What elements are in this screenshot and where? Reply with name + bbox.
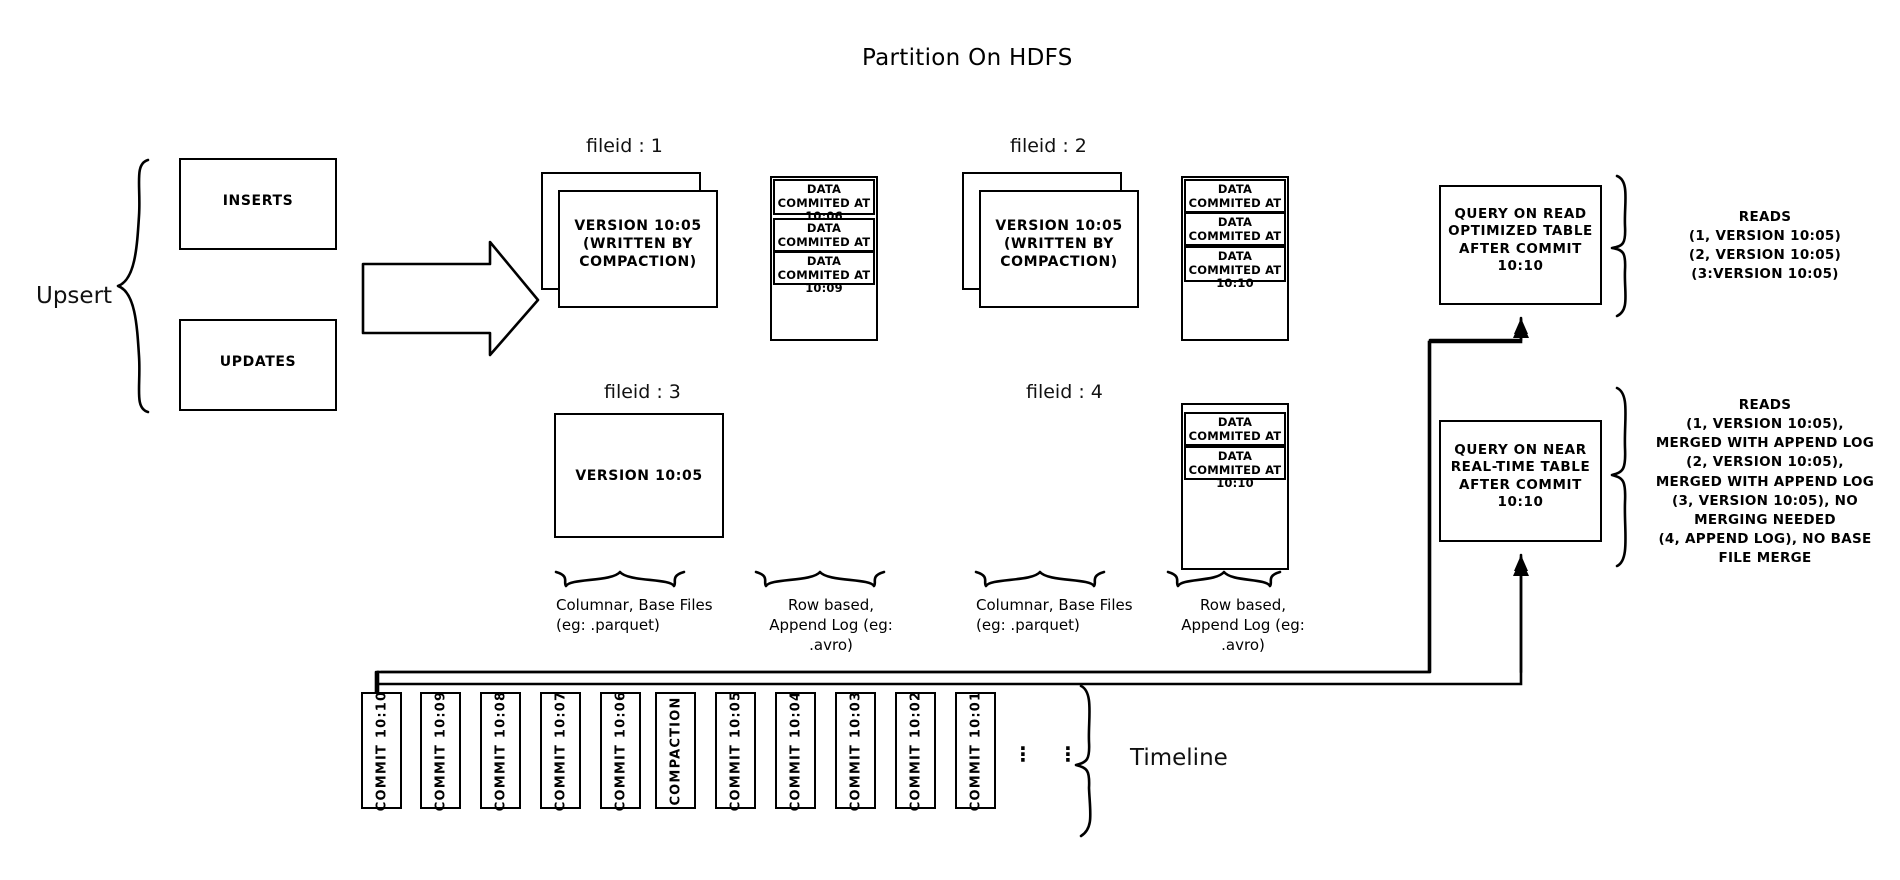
fileid1-heading: fileid : 1 [586, 135, 663, 157]
upsert-brace [116, 158, 150, 414]
timeline-commit-label: COMMIT 10:10 [374, 690, 389, 811]
connector-timeline-to-near-real-time [376, 556, 1523, 686]
fileid2-base-text: VERSION 10:05 (WRITTEN BY COMPACTION) [995, 218, 1123, 270]
fileid3-base-text: VERSION 10:05 [575, 468, 703, 484]
timeline-commit-label: COMMIT 10:03 [848, 690, 863, 811]
fileid2-log-entry-2: DATA COMMITED AT 10:09 [1184, 212, 1286, 256]
inserts-box: INSERTS [179, 158, 337, 250]
base-files-left-brace [554, 570, 686, 588]
arrowhead-read-optimized-icon [1514, 318, 1528, 334]
timeline-commit-label: COMMIT 10:09 [433, 690, 448, 811]
fileid1-log-entry-1: DATA COMMITED AT 10:06 [773, 179, 875, 223]
fileid4-heading: fileid : 4 [1026, 381, 1103, 403]
connector-read-optimized [379, 316, 1523, 674]
timeline-commit-box[interactable]: COMMIT 10:06 [600, 690, 641, 811]
page-title: Partition On HDFS [862, 45, 1073, 71]
arrowhead-up-near-real-time-icon [1513, 558, 1529, 576]
updates-box: UPDATES [179, 319, 337, 411]
reads-read-optimized-brace [1610, 174, 1627, 318]
fileid3-base-file: VERSION 10:05 [554, 413, 724, 538]
caption-append-log-left: Row based, Append Log (eg: .avro) [769, 596, 893, 655]
fileid4-log-entry-2: DATA COMMITED AT 10:10 [1184, 446, 1286, 490]
connector-near-real-time-helper [1368, 560, 1521, 676]
fileid1-log-entry-3: DATA COMMITED AT 10:09 [773, 251, 875, 295]
arrowhead-up-read-optimized-icon [1513, 320, 1529, 338]
timeline-commit-label: COMMIT 10:08 [493, 690, 508, 811]
timeline-brace [1074, 684, 1092, 838]
connector-timeline-to-read-optimized [376, 318, 1523, 674]
timeline-commit-box[interactable]: COMMIT 10:09 [420, 690, 461, 811]
timeline-ellipsis-icon: ⋮ [1058, 742, 1078, 766]
timeline-commit-label: COMMIT 10:05 [728, 690, 743, 811]
arrowhead-near-real-time-icon [1514, 555, 1528, 571]
base-files-right-brace [974, 570, 1106, 588]
append-log-left-brace [754, 570, 886, 588]
timeline-label: Timeline [1130, 745, 1228, 771]
timeline-commit-box[interactable]: COMMIT 10:10 [361, 690, 402, 811]
fileid2-heading: fileid : 2 [1010, 135, 1087, 157]
timeline-commit-box[interactable]: COMMIT 10:07 [540, 690, 581, 811]
query-read-optimized-text: QUERY ON READ OPTIMIZED TABLE AFTER COMM… [1448, 206, 1593, 274]
timeline-compaction-box[interactable]: COMPACTION [655, 692, 696, 809]
upsert-label: Upsert [36, 283, 113, 309]
updates-label: UPDATES [219, 354, 297, 370]
caption-append-log-right: Row based, Append Log (eg: .avro) [1181, 596, 1305, 655]
fileid1-base-file-front: VERSION 10:05 (WRITTEN BY COMPACTION) [558, 190, 718, 308]
fileid2-base-file-front: VERSION 10:05 (WRITTEN BY COMPACTION) [979, 190, 1139, 308]
timeline-commit-label: COMMIT 10:06 [613, 690, 628, 811]
reads-read-optimized-text: READS (1, VERSION 10:05) (2, VERSION 10:… [1688, 209, 1842, 283]
caption-base-files-left: Columnar, Base Files (eg: .parquet) [556, 596, 713, 635]
fileid3-heading: fileid : 3 [604, 381, 681, 403]
caption-base-files-right: Columnar, Base Files (eg: .parquet) [976, 596, 1133, 635]
fileid2-log-entry-3: DATA COMMITED AT 10:10 [1184, 246, 1286, 290]
reads-near-real-time-text: READS (1, VERSION 10:05), MERGED WITH AP… [1655, 397, 1875, 567]
fileid1-log-entry-2: DATA COMMITED AT 10:08 [773, 218, 875, 262]
timeline-commit-box[interactable]: COMMIT 10:01 [955, 690, 996, 811]
connector-helper [381, 672, 1404, 692]
query-read-optimized-box: QUERY ON READ OPTIMIZED TABLE AFTER COMM… [1439, 185, 1602, 305]
timeline-commit-label: COMMIT 10:01 [968, 690, 983, 811]
inserts-label: INSERTS [222, 193, 294, 209]
commit-arrow-label: Commit 10:10 [391, 285, 513, 305]
append-log-right-brace [1166, 570, 1282, 588]
timeline-commit-label: COMMIT 10:07 [553, 690, 568, 811]
reads-near-real-time-brace [1610, 386, 1627, 568]
query-near-real-time-text: QUERY ON NEAR REAL-TIME TABLE AFTER COMM… [1450, 442, 1591, 510]
fileid4-log-entry-1: DATA COMMITED AT 10:06 [1184, 412, 1286, 456]
connector-stub [381, 676, 1404, 680]
fileid2-log-entry-1: DATA COMMITED AT 10:07 [1184, 179, 1286, 223]
timeline-commit-box[interactable]: COMMIT 10:04 [775, 690, 816, 811]
timeline-commit-box[interactable]: COMMIT 10:02 [895, 690, 936, 811]
timeline-commit-box[interactable]: COMMIT 10:03 [835, 690, 876, 811]
timeline-commit-box[interactable]: COMMIT 10:05 [715, 690, 756, 811]
timeline-ellipsis-icon: ⋮ [1013, 742, 1033, 766]
timeline-commit-label: COMMIT 10:04 [788, 690, 803, 811]
timeline-commit-box[interactable]: COMMIT 10:08 [480, 690, 521, 811]
timeline-compaction-label: COMPACTION [668, 695, 683, 806]
query-near-real-time-box: QUERY ON NEAR REAL-TIME TABLE AFTER COMM… [1439, 420, 1602, 542]
fileid1-base-text: VERSION 10:05 (WRITTEN BY COMPACTION) [574, 218, 702, 270]
timeline-commit-label: COMMIT 10:02 [908, 690, 923, 811]
